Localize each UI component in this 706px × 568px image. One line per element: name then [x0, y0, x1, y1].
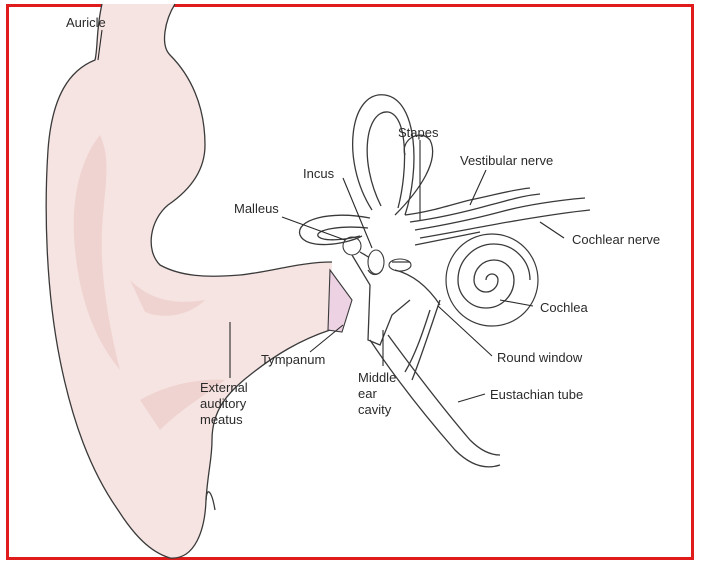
label-ear: ear — [358, 386, 377, 401]
label-stapes: Stapes — [398, 125, 439, 140]
label-eustachian-tube: Eustachian tube — [490, 387, 583, 402]
label-external: External — [200, 380, 248, 395]
label-middle: Middle — [358, 370, 396, 385]
label-round-window: Round window — [497, 350, 583, 365]
label-cavity: cavity — [358, 402, 392, 417]
label-tympanum: Tympanum — [261, 352, 325, 367]
tympanum-shape — [328, 270, 352, 332]
label-cochlear-nerve: Cochlear nerve — [572, 232, 660, 247]
label-vestibular-nerve: Vestibular nerve — [460, 153, 553, 168]
auricle-shape — [46, 4, 332, 558]
label-auditory: auditory — [200, 396, 247, 411]
label-incus: Incus — [303, 166, 335, 181]
eustachian-tube-shape — [370, 335, 500, 467]
label-meatus: meatus — [200, 412, 243, 427]
label-auricle: Auricle — [66, 15, 106, 30]
middle-ear-structures — [343, 237, 411, 345]
label-cochlea: Cochlea — [540, 300, 588, 315]
label-malleus: Malleus — [234, 201, 279, 216]
